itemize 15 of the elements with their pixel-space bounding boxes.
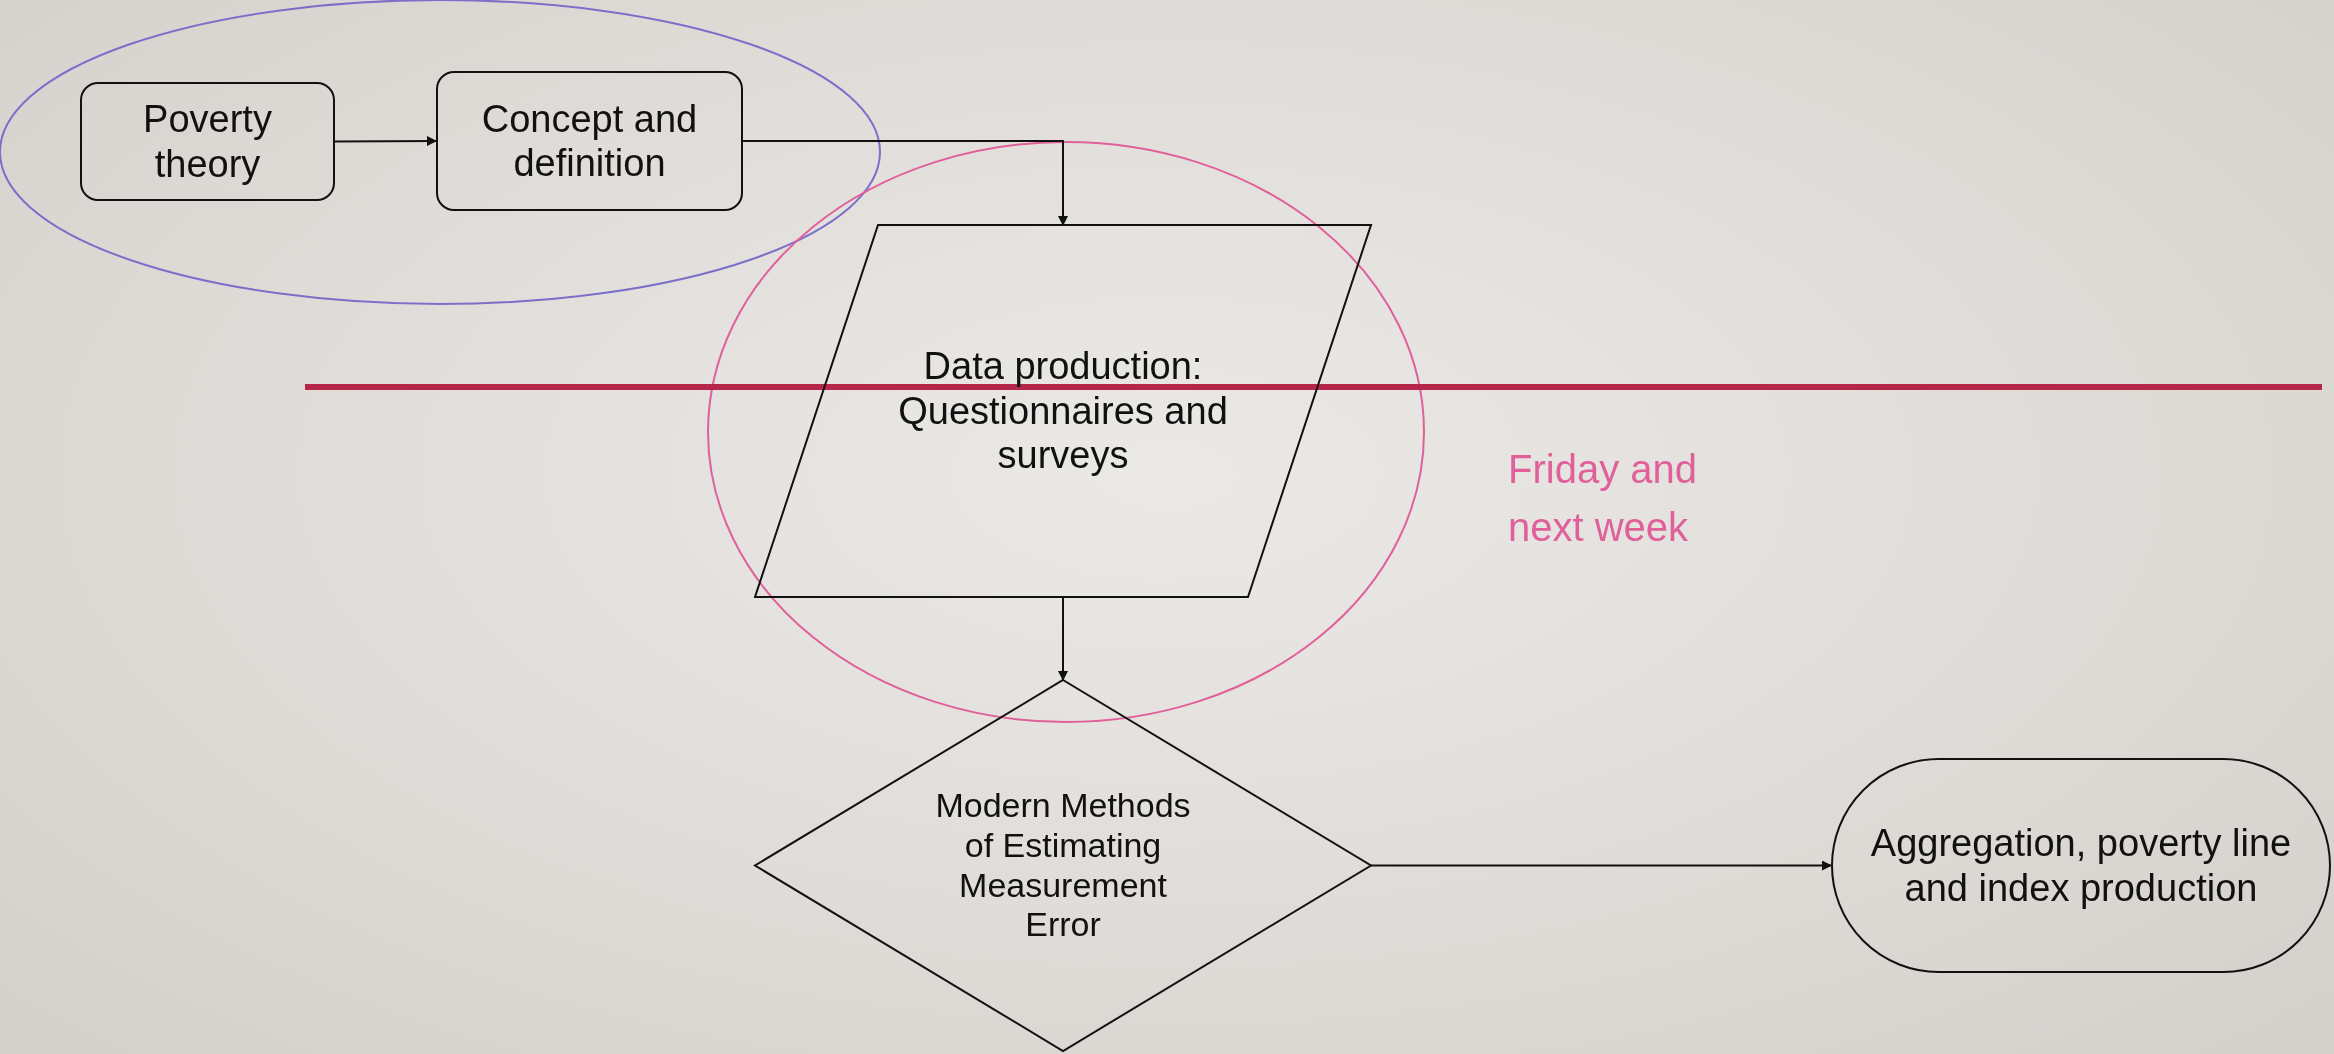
process-box: [436, 71, 743, 211]
decision-diamond: [755, 680, 1371, 1051]
terminal-box: [1831, 758, 2331, 973]
arrow: [1370, 860, 1832, 871]
arrow: [742, 140, 1068, 226]
arrow: [334, 136, 437, 147]
node-label: Poverty theory: [142, 97, 273, 186]
process-box: [80, 82, 335, 201]
data-parallelogram: [755, 225, 1371, 597]
node-label: Data production: Questionnaires and surveys: [898, 344, 1228, 478]
note-text: Friday and next week: [1508, 446, 1698, 551]
node-label: Modern Methods of Estimating Measurement Error: [934, 785, 1192, 946]
node-label: Concept and definition: [480, 96, 699, 186]
arrow: [1058, 596, 1068, 681]
node-label: Aggregation, poverty line and index production: [1869, 821, 2293, 910]
